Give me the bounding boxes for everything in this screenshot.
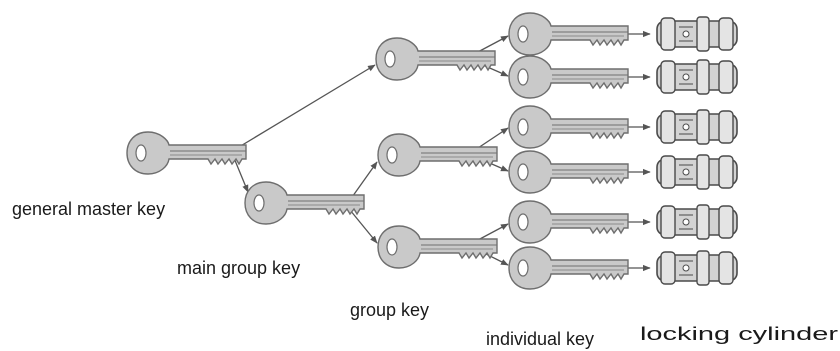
group-key-icon <box>375 37 496 81</box>
locking-cylinder-icon <box>656 250 738 286</box>
arrow-master-to-main-group-key <box>233 157 249 193</box>
individual-key-label: individual key <box>486 329 594 349</box>
arrow-group-3-to-individual-5 <box>477 223 509 241</box>
group-key-icon <box>377 133 498 177</box>
individual-key-icon <box>508 200 629 244</box>
general-master-key-label: general master key <box>12 199 165 219</box>
individual-key-icon <box>508 246 629 290</box>
locking-cylinder-icon <box>656 204 738 240</box>
locking-cylinder-icon <box>656 59 738 95</box>
arrow-group-2-to-individual-3 <box>477 127 509 149</box>
arrow-master-to-group-key-1 <box>233 64 376 151</box>
individual-key-icon <box>508 12 629 56</box>
group-key-label: group key <box>350 300 429 320</box>
locking-cylinder-icon <box>656 154 738 190</box>
locking-cylinder-icon <box>656 16 738 52</box>
arrow-group-1-to-individual-1 <box>475 35 509 54</box>
individual-key-icon <box>508 55 629 99</box>
locking-cylinder-label: locking cylinder <box>640 324 838 344</box>
main-group-key-icon <box>244 181 365 225</box>
group-key-icon <box>377 225 498 269</box>
individual-key-icon <box>508 105 629 149</box>
arrow-main-to-group-key-2 <box>349 161 378 201</box>
individual-key-icon <box>508 150 629 194</box>
general-master-key-icon <box>126 131 247 175</box>
locking-cylinder-icon <box>656 109 738 145</box>
main-group-key-label: main group key <box>177 258 300 278</box>
arrow-main-to-group-key-3 <box>349 209 378 244</box>
